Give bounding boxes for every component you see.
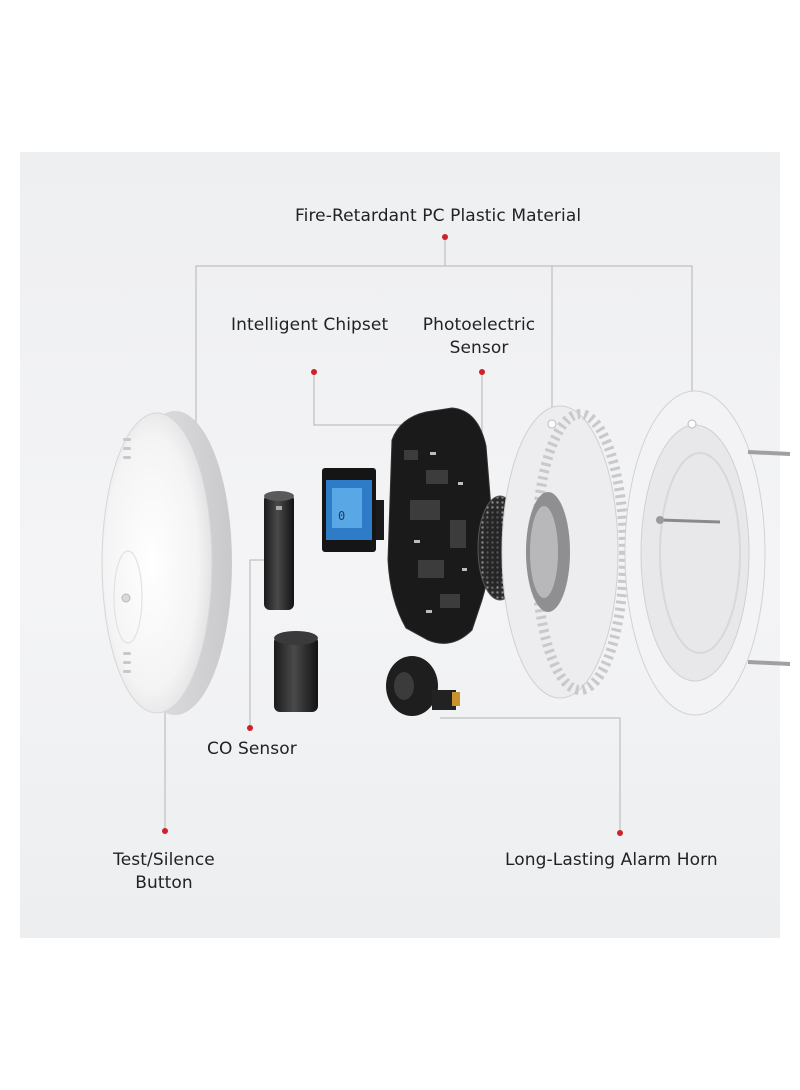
co-sensor-cylinder <box>264 491 294 610</box>
inner-base-ring <box>501 405 629 699</box>
label-test-silence-button: Test/Silence Button <box>104 849 224 895</box>
label-fire-retardant: Fire-Retardant PC Plastic Material <box>295 206 582 226</box>
label-photoelectric-line2: Sensor <box>449 337 509 358</box>
front-cover <box>101 411 232 715</box>
circuit-board <box>387 407 493 644</box>
callout-dot-chipset <box>311 369 317 375</box>
callout-dot-photoelectric <box>479 369 485 375</box>
chip-module: 0 <box>322 468 384 552</box>
callout-dot-test-button <box>162 828 168 834</box>
callout-line-chipset <box>313 372 410 426</box>
vent-slots-bottom <box>123 652 131 673</box>
label-alarm-horn: Long-Lasting Alarm Horn <box>505 850 718 870</box>
label-co-sensor: CO Sensor <box>207 739 297 759</box>
label-test-silence-line1: Test/Silence <box>113 850 215 870</box>
label-intelligent-chipset: Intelligent Chipset <box>231 315 389 335</box>
screw <box>659 518 721 524</box>
callout-dot-co-sensor <box>247 725 253 731</box>
test-silence-button <box>121 593 131 603</box>
mounting-plate <box>624 390 791 716</box>
label-test-silence-line2: Button <box>135 872 193 893</box>
vent-slots-top <box>123 438 131 459</box>
callout-dots <box>162 234 623 836</box>
callout-line-fire-retardant <box>195 265 693 424</box>
callout-dot-alarm-horn <box>617 830 623 836</box>
co-sensor-capsule <box>274 631 318 712</box>
label-photoelectric-line1: Photoelectric <box>422 315 536 335</box>
alarm-horn <box>386 656 460 716</box>
callout-line-alarm-horn <box>440 717 621 833</box>
label-photoelectric-sensor: Photoelectric Sensor <box>414 314 544 360</box>
callout-dot-fire-retardant <box>442 234 448 240</box>
svg-text:0: 0 <box>338 509 345 523</box>
